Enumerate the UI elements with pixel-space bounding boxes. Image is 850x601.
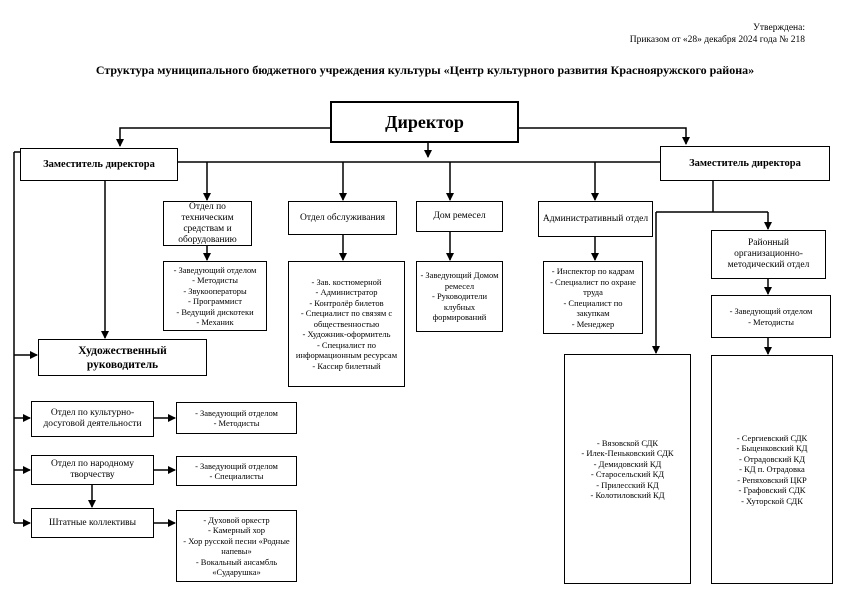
list-item: - Вязовской СДК (596, 437, 659, 448)
list-item: - Механик (196, 317, 234, 327)
list-item: - Ведущий дискотеки (176, 306, 254, 317)
list-item: - Заведующий Домом ремесел (420, 270, 499, 291)
folk-staff-list: - Заведующий отделом - Специалисты (176, 456, 297, 486)
admin-department-box: Административный отдел (538, 201, 653, 237)
leisure-staff-list: - Заведующий отделом - Методисты (176, 402, 297, 434)
deputy-director-left-box: Заместитель директора (20, 148, 178, 181)
list-item: - Методисты (748, 316, 794, 327)
centers-left-list: - Вязовской СДК - Илек-Пеньковский СДК -… (564, 354, 691, 584)
list-item: - Специалист по охране труда (550, 276, 636, 298)
collectives-list: - Духовой оркестр - Камерный хор - Хор р… (176, 510, 297, 582)
list-item: - Колотиловский КД (590, 490, 665, 500)
crafts-house-box: Дом ремесел (416, 201, 503, 232)
list-item: - Сергиевский СДК (736, 432, 808, 443)
list-item: - Руководители клубных формирований (432, 291, 487, 323)
leisure-department-box: Отдел по культурно-досуговой деятельност… (31, 401, 154, 437)
tech-staff-list: - Заведующий отделом - Методисты - Звуко… (163, 261, 267, 331)
list-item: - Заведующий отделом (195, 407, 278, 418)
list-item: - Администратор (315, 287, 378, 298)
list-item: - Методисты (192, 275, 238, 285)
list-item: - Зав. костюмерной (311, 276, 382, 287)
art-director-box: Художественный руководитель (38, 339, 207, 376)
methodical-staff-list: - Заведующий отделом - Методисты (711, 295, 831, 338)
list-item: - Быценковский КД (736, 443, 808, 454)
list-item: - Специалист по связям с общественностью (300, 308, 393, 329)
page-title: Структура муниципального бюджетного учре… (95, 63, 755, 77)
list-item: - Кассир билетный (312, 360, 381, 371)
list-item: - Заведующий отделом (729, 306, 813, 316)
list-item: - Демидовский КД (593, 458, 662, 469)
list-item: - Илек-Пеньковский СДК (581, 448, 674, 458)
list-item: - Репяховский ЦКР (737, 474, 807, 485)
approval-order: Приказом от «28» декабря 2024 года № 218 (629, 35, 805, 45)
admin-staff-list: - Инспектор по кадрам - Специалист по ох… (543, 261, 643, 334)
service-staff-list: - Зав. костюмерной - Администратор - Кон… (288, 261, 405, 387)
staff-collectives-box: Штатные коллективы (31, 508, 154, 538)
service-department-box: Отдел обслуживания (288, 201, 397, 235)
approval-stamp: Утверждена: Приказом от «28» декабря 202… (630, 22, 805, 46)
list-item: - Звукооператоры (183, 285, 247, 296)
approval-label: Утверждена: (753, 23, 805, 33)
methodical-department-box: Районный организационно-методический отд… (711, 230, 826, 279)
list-item: - Графовский СДК (738, 485, 806, 496)
list-item: - Прилесский КД (596, 479, 659, 490)
list-item: - Хуторской СДК (741, 495, 803, 506)
list-item: - Специалисты (209, 471, 264, 481)
crafts-staff-list: - Заведующий Домом ремесел - Руководител… (416, 261, 503, 332)
list-item: - Духовой оркестр (203, 514, 270, 525)
list-item: - Менеджер (571, 318, 615, 329)
director-box: Директор (330, 101, 519, 143)
list-item: - Инспектор по кадрам (551, 266, 635, 276)
list-item: - Вокальный ансамбль «Сударушка» (195, 556, 278, 578)
list-item: - Специалист по закупкам (563, 297, 623, 319)
list-item: - Отрадовский КД (738, 453, 806, 464)
list-item: - Методисты (213, 418, 260, 428)
list-item: - Художник-оформитель (302, 329, 391, 340)
list-item: - Старосельский КД (590, 469, 665, 479)
list-item: - Специалист по информационным ресурсам (295, 339, 398, 361)
list-item: - Контролёр билетов (309, 297, 384, 308)
deputy-director-right-box: Заместитель директора (660, 146, 830, 181)
list-item: - КД п. Отрадовка (739, 464, 805, 475)
tech-department-box: Отдел по техническим средствам и оборудо… (163, 201, 252, 246)
list-item: - Камерный хор (207, 525, 266, 535)
list-item: - Заведующий отделом (173, 264, 257, 275)
folk-department-box: Отдел по народному творчеству (31, 455, 154, 485)
list-item: - Программист (188, 296, 242, 306)
list-item: - Заведующий отделом (195, 460, 278, 471)
list-item: - Хор русской песни «Родные напевы» (183, 535, 290, 557)
centers-right-list: - Сергиевский СДК - Быценковский КД - От… (711, 355, 833, 584)
